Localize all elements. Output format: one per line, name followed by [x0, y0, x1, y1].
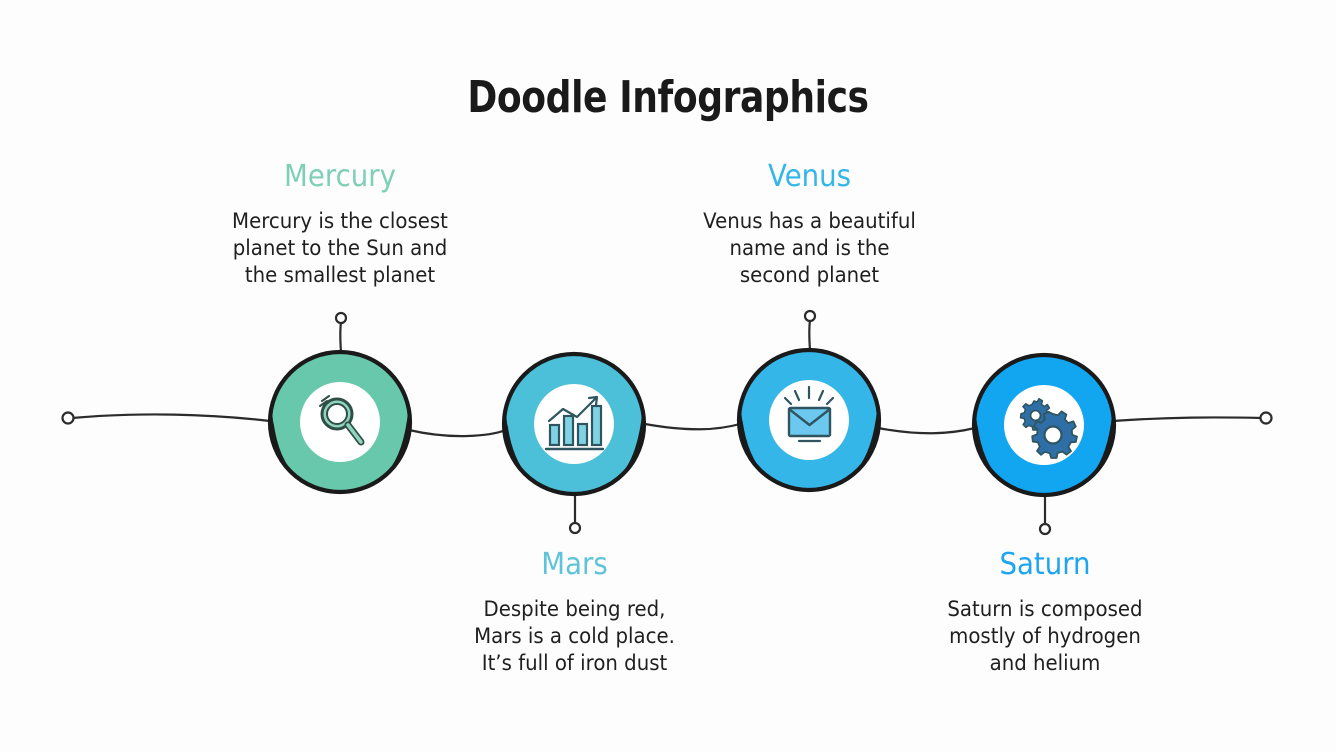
bar-chart-growth-icon [544, 395, 605, 451]
body-line: Despite being red, [483, 597, 666, 621]
magnifier-icon [319, 395, 365, 446]
body-line: and helium [989, 651, 1101, 675]
body-line: second planet [739, 263, 880, 287]
body-line: name and is the [729, 236, 890, 260]
badge-mercury[interactable] [267, 311, 413, 503]
envelope-icon [783, 385, 835, 443]
badge-mars[interactable] [501, 351, 647, 535]
body-mercury: Mercury is the closest planet to the Sun… [190, 208, 491, 289]
gears-icon [1019, 398, 1078, 459]
body-line: Mercury is the closest [232, 209, 448, 233]
text-block-venus: Venus Venus has a beautiful name and is … [653, 160, 966, 289]
badge-venus[interactable] [736, 309, 882, 501]
body-line: It’s full of iron dust [481, 651, 668, 675]
heading-mercury: Mercury [284, 159, 396, 194]
timeline-connector-line [61, 411, 1273, 438]
body-venus: Venus has a beautiful name and is the se… [662, 208, 956, 289]
body-line: Venus has a beautiful [703, 209, 916, 233]
heading-mars: Mars [541, 547, 608, 582]
heading-saturn: Saturn [999, 547, 1091, 582]
body-mars: Despite being red, Mars is a cold place.… [456, 596, 694, 677]
body-saturn: Saturn is composed mostly of hydrogen an… [928, 596, 1163, 677]
line-end-dot-left [61, 411, 75, 425]
text-block-mercury: Mercury Mercury is the closest planet to… [180, 160, 500, 289]
page-title: Doodle Infographics [467, 72, 869, 123]
body-line: Mars is a cold place. [474, 624, 675, 648]
body-line: Saturn is composed [947, 597, 1143, 621]
body-line: mostly of hydrogen [949, 624, 1141, 648]
body-line: planet to the Sun and [232, 236, 448, 260]
line-end-dot-right [1259, 411, 1273, 425]
body-line: the smallest planet [244, 263, 436, 287]
heading-venus: Venus [767, 159, 852, 194]
text-block-saturn: Saturn Saturn is composed mostly of hydr… [920, 548, 1170, 677]
badge-saturn[interactable] [971, 352, 1117, 536]
text-block-mars: Mars Despite being red, Mars is a cold p… [448, 548, 701, 677]
